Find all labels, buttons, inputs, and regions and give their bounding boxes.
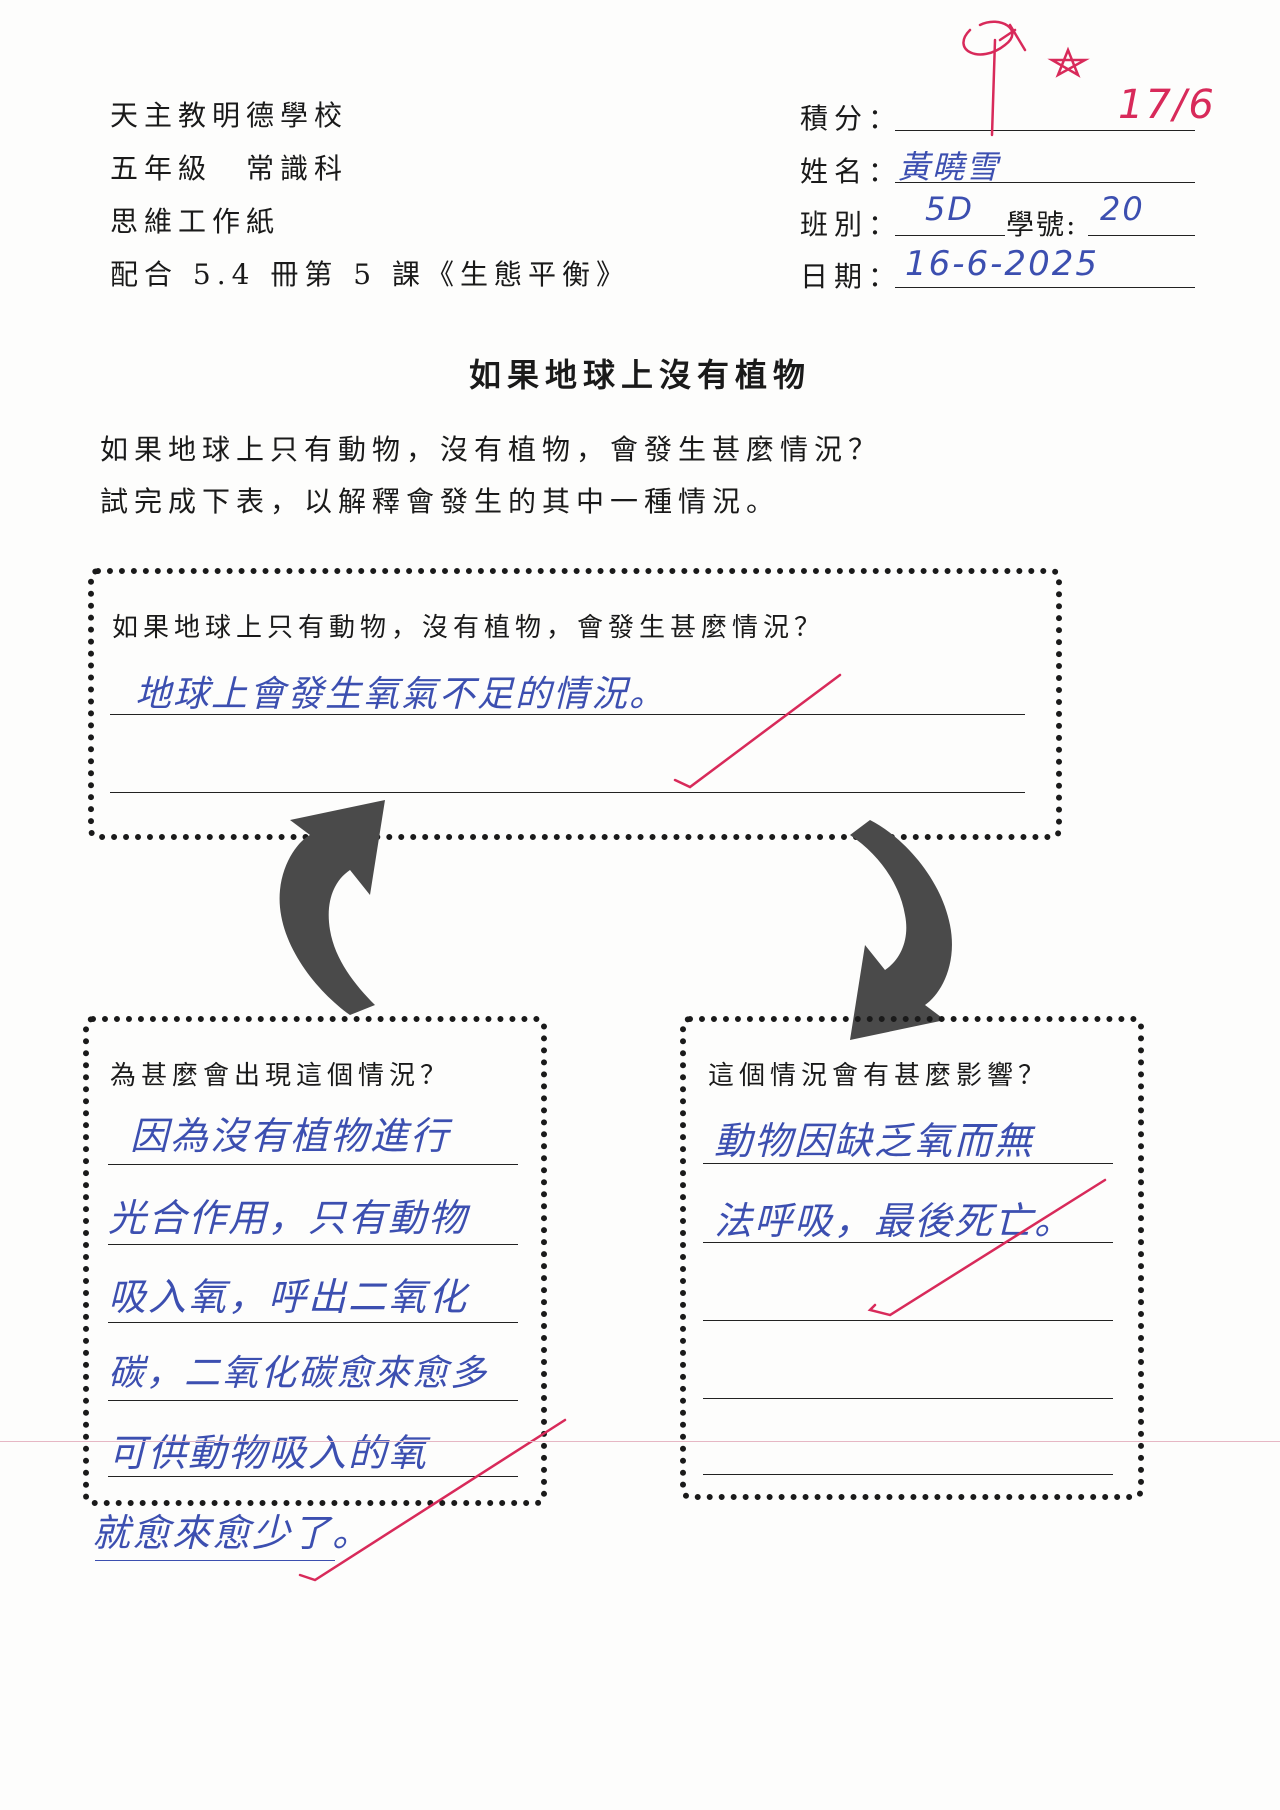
score-line [895, 130, 1195, 131]
reason-rule-5 [108, 1476, 518, 1477]
date-value: 16-6-2025 [905, 244, 1099, 284]
lesson-reference: 配合 5.4 冊第 5 課《生態平衡》 [110, 258, 630, 291]
grade-subject: 五年級 常識科 [110, 152, 349, 185]
reason-rule-1 [108, 1164, 518, 1165]
reason-line-4: 碳，二氧化碳愈來愈多 [108, 1353, 489, 1394]
reason-line-2: 光合作用，只有動物 [108, 1196, 469, 1240]
reason-rule-4 [108, 1400, 518, 1401]
class-label: 班別： [800, 208, 903, 241]
score-label: 積分： [800, 102, 903, 135]
date-label: 日期： [800, 260, 903, 293]
student-no-line [1088, 235, 1195, 236]
instruction-line-1: 如果地球上只有動物，沒有植物，會發生甚麼情況？ [100, 433, 883, 466]
top-answer-rule-1 [110, 714, 1025, 715]
impact-line-2: 法呼吸，最後死亡。 [714, 1199, 1075, 1243]
impact-question: 這個情況會有甚麼影響？ [708, 1061, 1050, 1091]
impact-rule-4 [703, 1398, 1113, 1399]
reason-rule-2 [108, 1244, 518, 1245]
reason-check-mark [298, 1418, 567, 1582]
reason-box [83, 1016, 547, 1506]
reason-line-6: 就愈來愈少了。 [92, 1511, 373, 1555]
reason-question: 為甚麼會出現這個情況？ [110, 1061, 452, 1091]
cycle-arrow-up-icon [279, 800, 385, 1015]
impact-rule-5 [703, 1474, 1113, 1475]
worksheet-title: 如果地球上沒有植物 [468, 356, 811, 394]
cycle-arrow-down-icon [850, 820, 952, 1040]
scan-artifact-line [0, 1441, 1280, 1442]
class-value: 5D [925, 190, 974, 228]
class-line [895, 235, 1005, 236]
reason-line-1: 因為沒有植物進行 [130, 1114, 451, 1158]
score-value: 17/6 [1118, 82, 1216, 128]
teacher-signature-mark [962, 20, 1090, 137]
worksheet-type: 思維工作紙 [110, 205, 281, 238]
reason-rule-3 [108, 1322, 518, 1323]
impact-rule-1 [703, 1163, 1113, 1164]
instruction-line-2: 試完成下表，以解釋會發生的其中一種情況。 [100, 485, 781, 518]
reason-extra-rule [95, 1560, 335, 1561]
impact-rule-2 [703, 1242, 1113, 1243]
student-no-label: 學號: [1006, 208, 1078, 241]
school-name: 天主教明德學校 [110, 99, 349, 132]
name-line [895, 182, 1195, 183]
date-line [895, 287, 1195, 288]
top-answer-box [88, 568, 1062, 840]
impact-rule-3 [703, 1320, 1113, 1321]
impact-check-mark [867, 1178, 1107, 1317]
reason-line-5: 可供動物吸入的氧 [108, 1431, 429, 1475]
impact-box [680, 1016, 1144, 1500]
name-label: 姓名： [800, 155, 903, 188]
top-answer-line-1: 地球上會發生氧氣不足的情況。 [135, 674, 668, 715]
top-check-mark [673, 673, 842, 789]
name-value: 黃曉雪 [898, 148, 1001, 186]
top-question: 如果地球上只有動物，沒有植物，會發生甚麼情況？ [112, 613, 826, 643]
reason-line-3: 吸入氧，呼出二氧化 [108, 1275, 469, 1319]
impact-line-1: 動物因缺乏氧而無 [714, 1119, 1035, 1163]
student-no-value: 20 [1100, 190, 1145, 228]
top-answer-rule-2 [110, 792, 1025, 793]
